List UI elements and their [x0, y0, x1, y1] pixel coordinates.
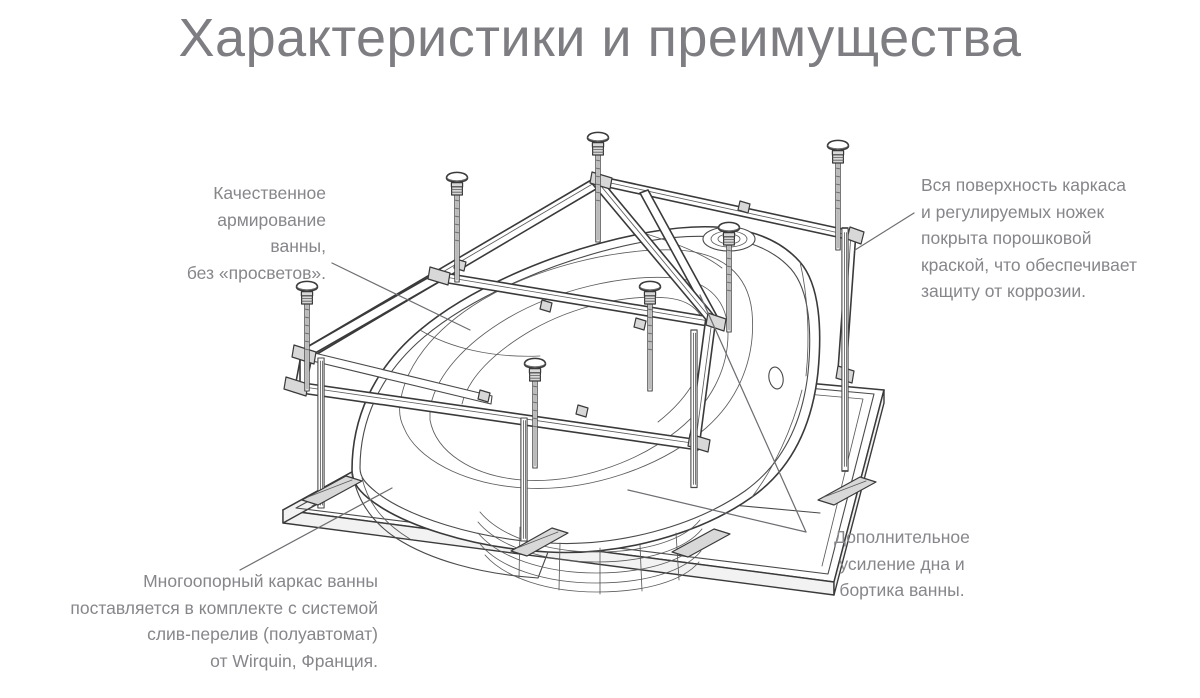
- leader-line-extra-top: [699, 294, 807, 533]
- page-title: Характеристики и преимущества: [178, 8, 1022, 68]
- foot-mount-plates: [301, 475, 877, 558]
- frame-joint-plates: [283, 171, 865, 453]
- upper-support-frame: [283, 171, 865, 453]
- annotation-frame-kit: Многоопорный каркас ванны поставляется в…: [70, 571, 378, 671]
- leader-line-extra-bottom: [627, 489, 807, 533]
- annotation-reinforcement: Качественное армирование ванны, без «про…: [186, 183, 326, 283]
- leader-lines: [239, 212, 915, 571]
- support-post: [690, 329, 698, 489]
- support-post: [841, 227, 849, 472]
- support-post: [520, 417, 528, 542]
- annotation-extra-reinforcement: Дополнительное усиление дна и бортика ва…: [834, 527, 970, 601]
- frame-rail-clamps: [453, 200, 751, 418]
- annotation-powder-coating: Вся поверхность каркаса и регулируемых н…: [921, 175, 1138, 302]
- support-post: [317, 357, 325, 509]
- leader-line-frame-kit: [239, 487, 393, 571]
- leader-line-powder-coating: [854, 212, 915, 251]
- drain-hole-icon: [768, 366, 784, 390]
- leader-line-reinforcement: [331, 262, 471, 331]
